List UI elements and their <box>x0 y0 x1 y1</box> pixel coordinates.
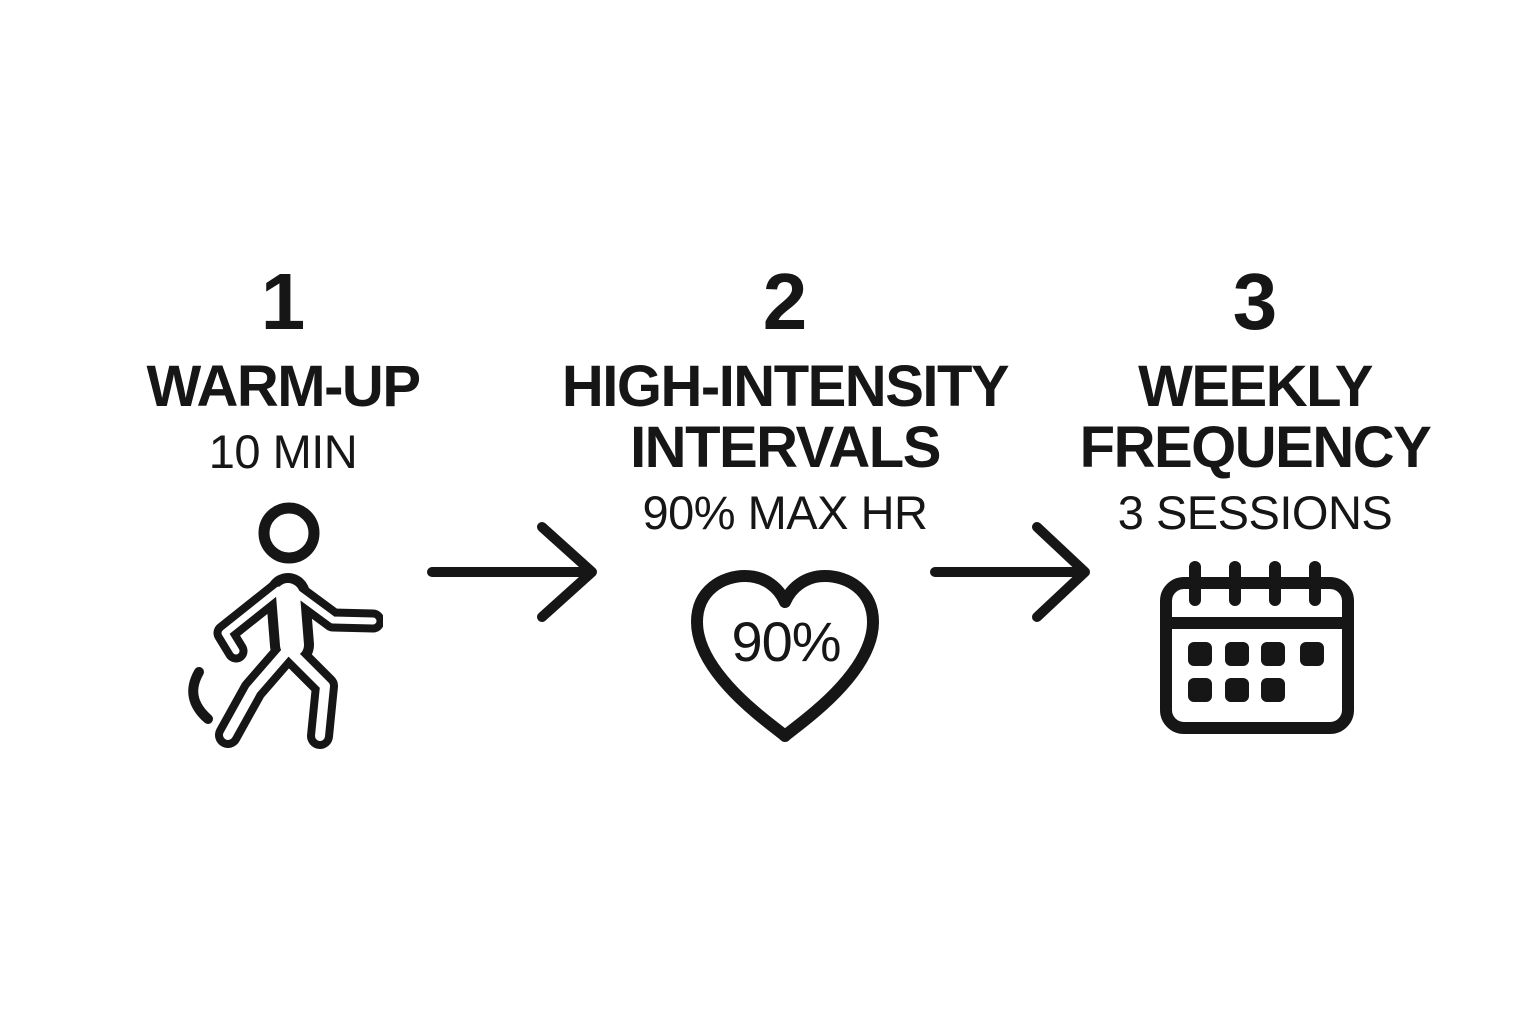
step-number: 2 <box>762 257 808 346</box>
step-title: HIGH-INTENSITY INTERVALS <box>561 354 1010 480</box>
step-title: WEEKLY FREQUENCY <box>1079 354 1432 480</box>
step-subtitle: 3 SESSIONS <box>1117 486 1393 539</box>
step-title-line: WARM-UP <box>146 354 421 419</box>
heart-percentage-label: 90% <box>731 610 840 673</box>
step-number: 3 <box>1232 257 1278 346</box>
walking-person-icon <box>188 502 383 749</box>
step-title: WARM-UP <box>146 354 421 419</box>
step-title-line: INTERVALS <box>630 415 941 480</box>
step-title-line: WEEKLY <box>1138 354 1373 419</box>
step-subtitle: 10 MIN <box>208 425 358 478</box>
step-2-high-intensity-intervals: 2 HIGH-INTENSITY INTERVALS 90% MAX HR 90… <box>535 262 1035 759</box>
arrow-right-icon-2 <box>930 522 1090 622</box>
step-number: 1 <box>260 257 306 346</box>
step-title-line: HIGH-INTENSITY <box>561 354 1010 419</box>
step-title-line: FREQUENCY <box>1079 415 1432 480</box>
step-1-warm-up: 1 WARM-UP 10 MIN <box>33 262 533 760</box>
heart-icon: 90% <box>691 570 879 742</box>
step-subtitle: 90% MAX HR <box>642 486 928 539</box>
step-3-weekly-frequency: 3 WEEKLY FREQUENCY 3 SESSIONS <box>1005 262 1505 736</box>
arrow-right-icon-1 <box>427 522 597 622</box>
calendar-icon <box>1160 561 1354 734</box>
